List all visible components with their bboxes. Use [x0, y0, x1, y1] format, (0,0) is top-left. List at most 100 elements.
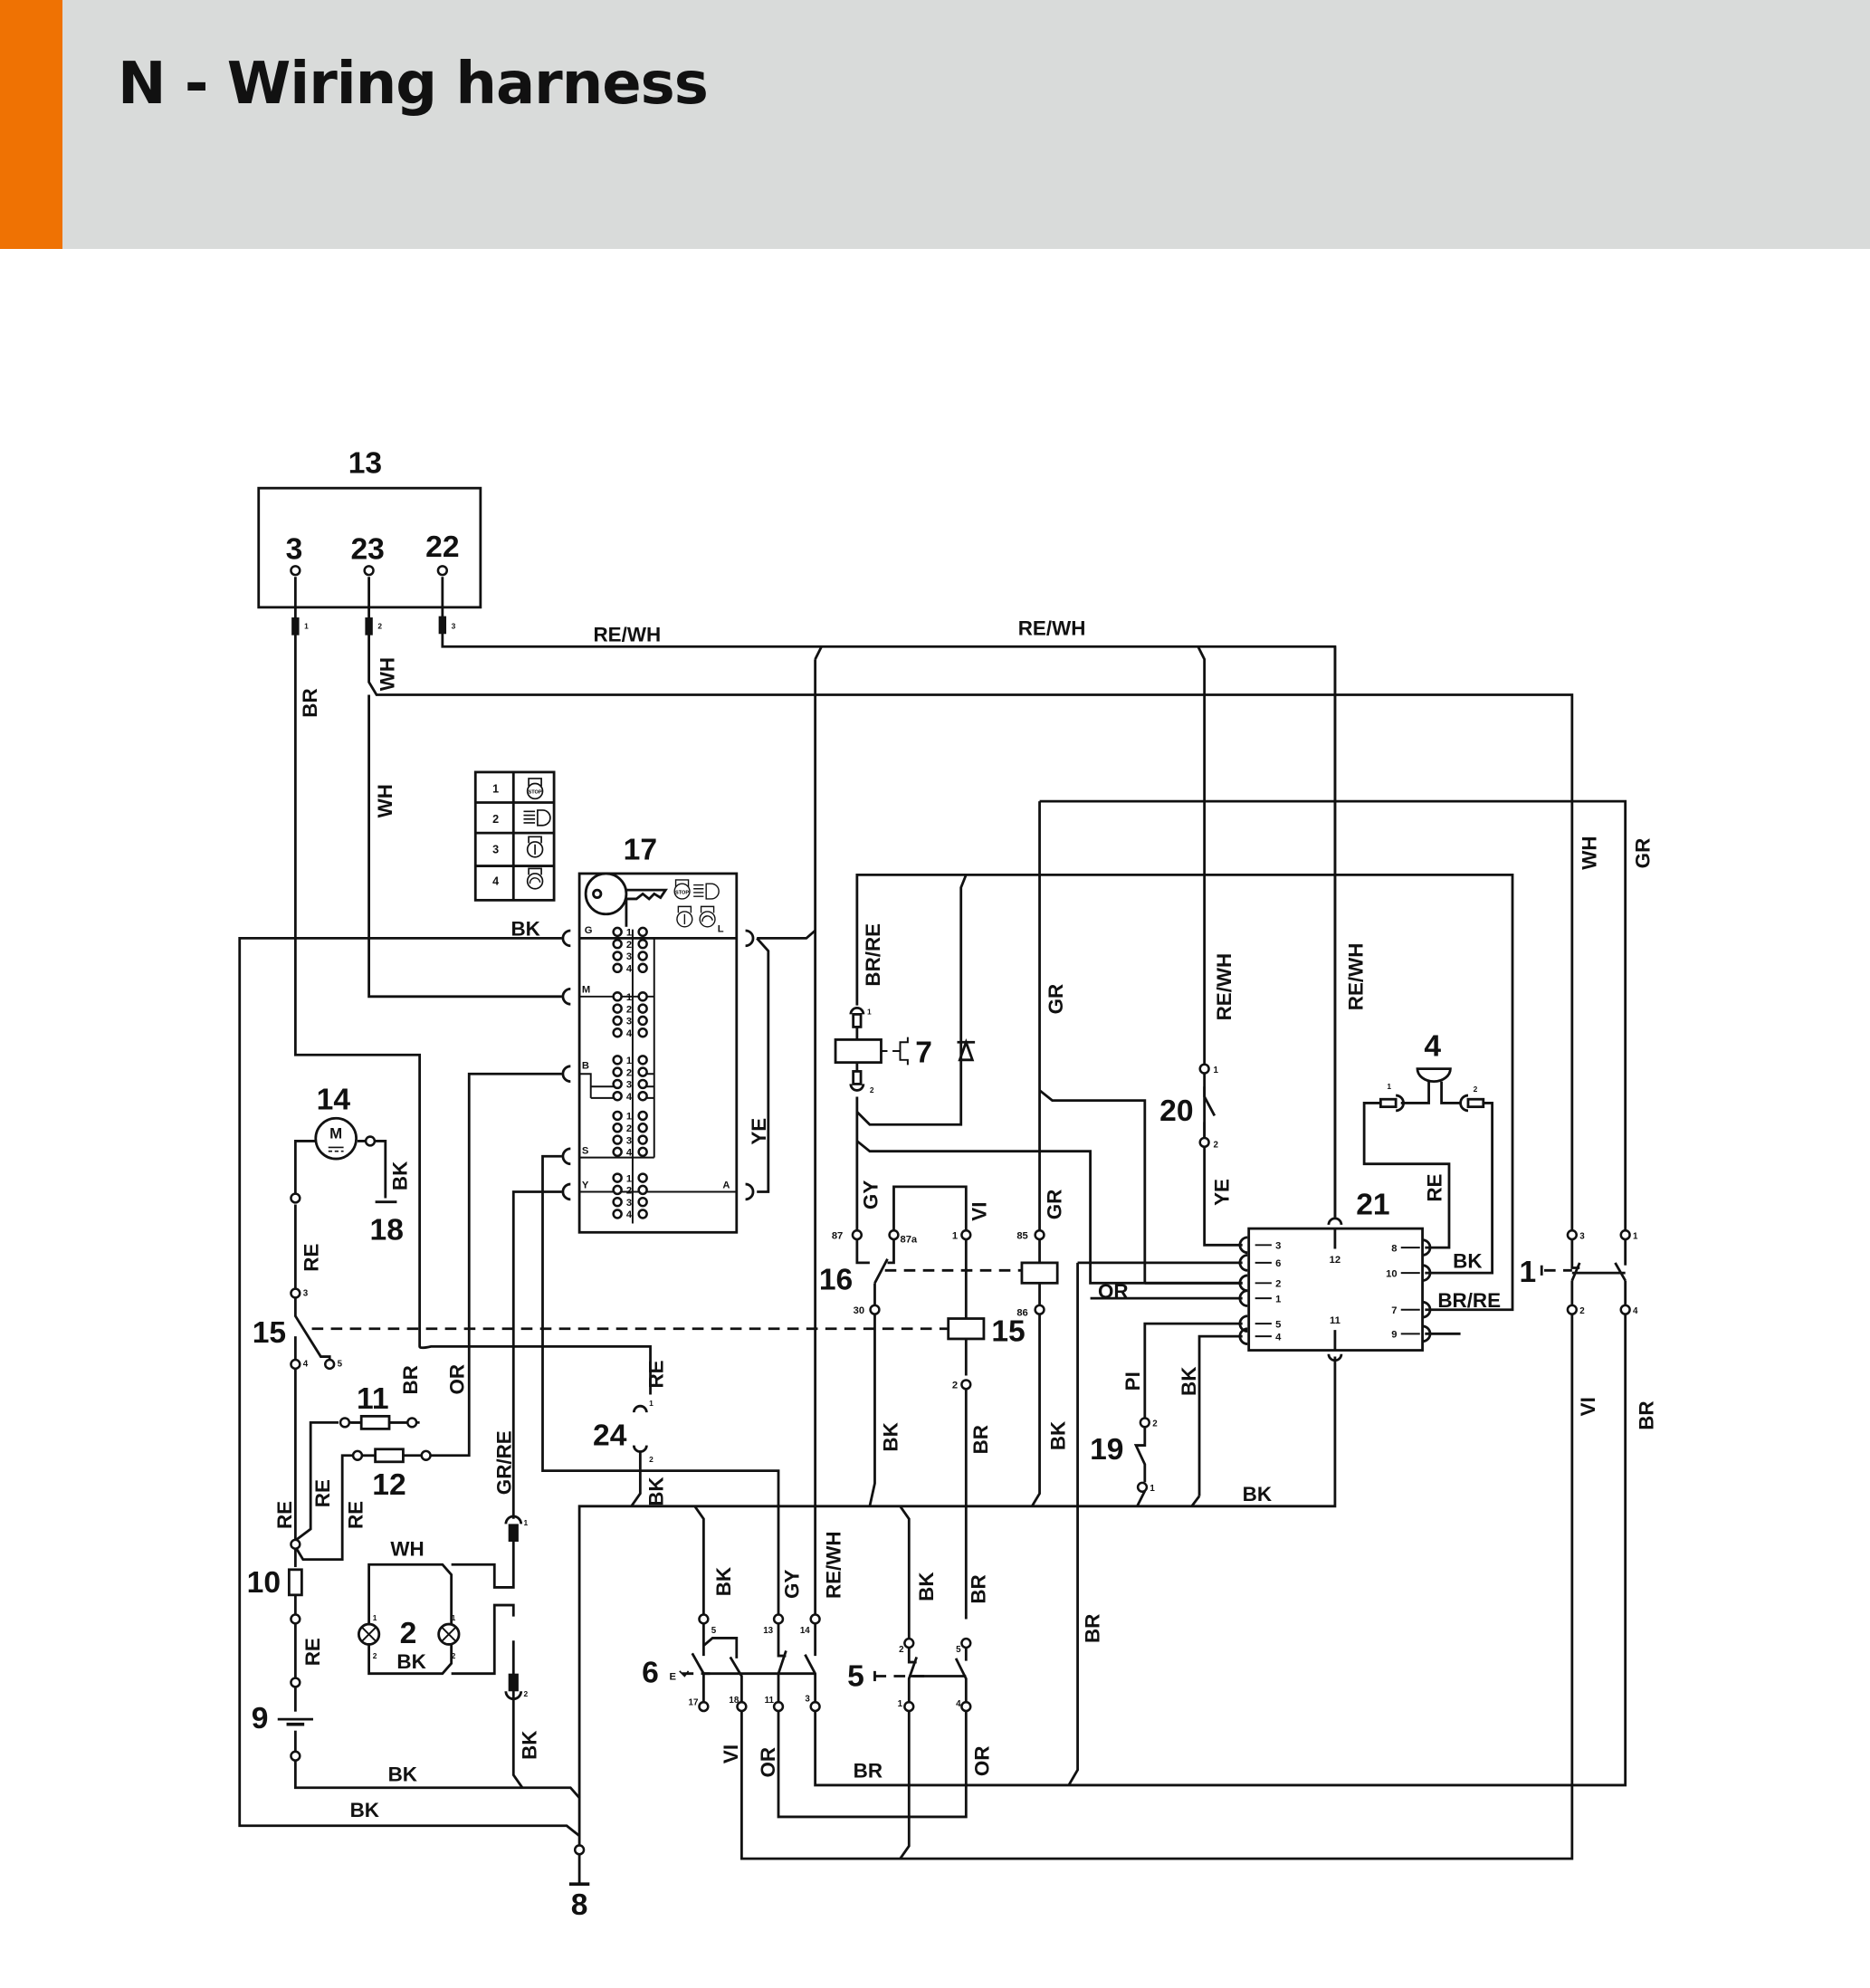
- switch-position-pin: [612, 926, 623, 938]
- wire-rewh-20: [1197, 645, 1207, 1069]
- motor-14: 14 M 18: [290, 1083, 404, 1247]
- wire-label: RE: [301, 1638, 324, 1666]
- pin-85: 85: [1016, 1230, 1027, 1241]
- switch-position-label: 1: [626, 928, 632, 939]
- wire-re-14: [293, 1140, 316, 1199]
- horn-4: 4 1 2: [1379, 1030, 1485, 1113]
- wire-bk-21-4: [1197, 1334, 1243, 1496]
- switch-position-pin: [637, 1146, 648, 1158]
- switch-position-label: 4: [626, 963, 633, 974]
- pin-3: 3: [303, 1288, 309, 1298]
- legend-num: 3: [492, 844, 499, 856]
- fuse-11: [359, 1414, 391, 1430]
- switch-position-label: 2: [626, 1004, 632, 1015]
- switch-position-pin: [612, 1134, 623, 1145]
- switch-position-label: 3: [626, 951, 632, 962]
- wire-label: BK: [915, 1572, 938, 1601]
- pin-label: 2: [377, 622, 382, 631]
- wire-vi-1: [739, 1314, 1574, 1860]
- wire-label: GY: [859, 1180, 882, 1209]
- wire-label: YE: [1210, 1179, 1233, 1206]
- connector-block-1: [291, 617, 300, 636]
- wire-label: RE: [1424, 1174, 1446, 1202]
- connector-cup: [1238, 1236, 1248, 1255]
- switch-position-label: 2: [626, 1067, 632, 1078]
- battery-9: 9: [252, 1702, 313, 1735]
- pin-1: 1: [1633, 1231, 1638, 1241]
- pin-17: 17: [689, 1698, 699, 1708]
- relay-16: 87 87a 1 85 30 86 16: [819, 1228, 1059, 1319]
- pin-30: 30: [854, 1305, 864, 1316]
- wire-label: YE: [748, 1118, 770, 1145]
- label-15-coil: 15: [991, 1315, 1025, 1349]
- port-B: B: [582, 1061, 589, 1072]
- switch-position-pin: [637, 951, 648, 961]
- wire-bk-6-5: [693, 1505, 705, 1620]
- wire-bk-bus: [577, 1356, 1337, 1845]
- switch-position-pin: [612, 938, 623, 950]
- wire-bk-14: [357, 1140, 387, 1199]
- pin-86: 86: [1016, 1308, 1027, 1319]
- wire-label: GR: [1043, 1190, 1065, 1220]
- wire-ye-20-21: [1203, 1086, 1243, 1247]
- lamp-icon: [437, 1622, 461, 1646]
- pin-label: 1: [373, 1613, 377, 1622]
- port-Y: Y: [582, 1180, 589, 1190]
- pin-5: 5: [711, 1626, 717, 1636]
- switch-position-label: 3: [626, 1017, 632, 1027]
- switch-position-label: 4: [626, 1092, 633, 1103]
- wire-label: BR: [854, 1760, 883, 1783]
- label-8: 8: [571, 1888, 588, 1922]
- fuse-10: [287, 1568, 303, 1597]
- wire-bk-lamp-conn: [511, 1640, 524, 1789]
- relay-16-coil: [1020, 1261, 1059, 1285]
- switch-position-pin: [612, 1003, 623, 1014]
- label-17: 17: [624, 834, 657, 867]
- wire-bk-batt: [293, 1759, 581, 1799]
- diode-icon: [957, 1038, 976, 1062]
- svg-text:M: M: [329, 1125, 342, 1142]
- pin-label: 1: [1213, 1066, 1218, 1075]
- wire-label: BR: [299, 688, 321, 717]
- wire-label: RE/WH: [1213, 953, 1236, 1021]
- connector-cup: [1422, 1300, 1432, 1319]
- wire-label: BK: [645, 1477, 668, 1505]
- switch-position-label: 4: [626, 1209, 633, 1220]
- header-band: [0, 0, 1870, 249]
- switch-position-pin: [612, 1196, 623, 1208]
- pin-11: 11: [765, 1696, 775, 1706]
- wire-label: OR: [971, 1746, 994, 1777]
- wire-or-17B: [425, 1072, 562, 1458]
- switch-15: 3 4 5 15: [253, 1287, 343, 1371]
- module-21-pin: 2: [1275, 1279, 1281, 1290]
- svg-text:STOP: STOP: [529, 790, 542, 796]
- wire-label: BK: [389, 1161, 412, 1190]
- wire-bk-horn: [1425, 1102, 1493, 1275]
- wire-br-long: [1067, 1262, 1079, 1786]
- legend-table: 1 2 3 4 STOP: [473, 770, 556, 902]
- switch-position-pin: [637, 1078, 648, 1090]
- wire-rewh-13-3: [441, 577, 1337, 1218]
- label-5: 5: [847, 1660, 864, 1694]
- pin-3: 3: [805, 1694, 810, 1704]
- wire-bk-5-2: [899, 1505, 911, 1641]
- switch-position-pin: [637, 1134, 648, 1145]
- switch-position-pin: [637, 1196, 648, 1208]
- label-18: 18: [370, 1214, 404, 1247]
- label-2: 2: [400, 1617, 417, 1650]
- wire-17L: [757, 929, 816, 940]
- wire-5-1-down: [899, 1711, 911, 1859]
- connector-cup: [1422, 1238, 1432, 1257]
- pin-4: 4: [956, 1699, 961, 1709]
- connector-cup: [1422, 1324, 1432, 1343]
- pin-label: 1: [867, 1007, 872, 1016]
- connector-cup: [1238, 1254, 1248, 1272]
- switch-position-pin: [637, 926, 648, 938]
- module-21-pin: 3: [1275, 1241, 1281, 1252]
- pin-87a: 87a: [900, 1235, 917, 1246]
- wire-label: BR: [1081, 1614, 1103, 1643]
- switch-position-label: 1: [626, 1173, 632, 1184]
- pin-label: 2: [649, 1455, 654, 1464]
